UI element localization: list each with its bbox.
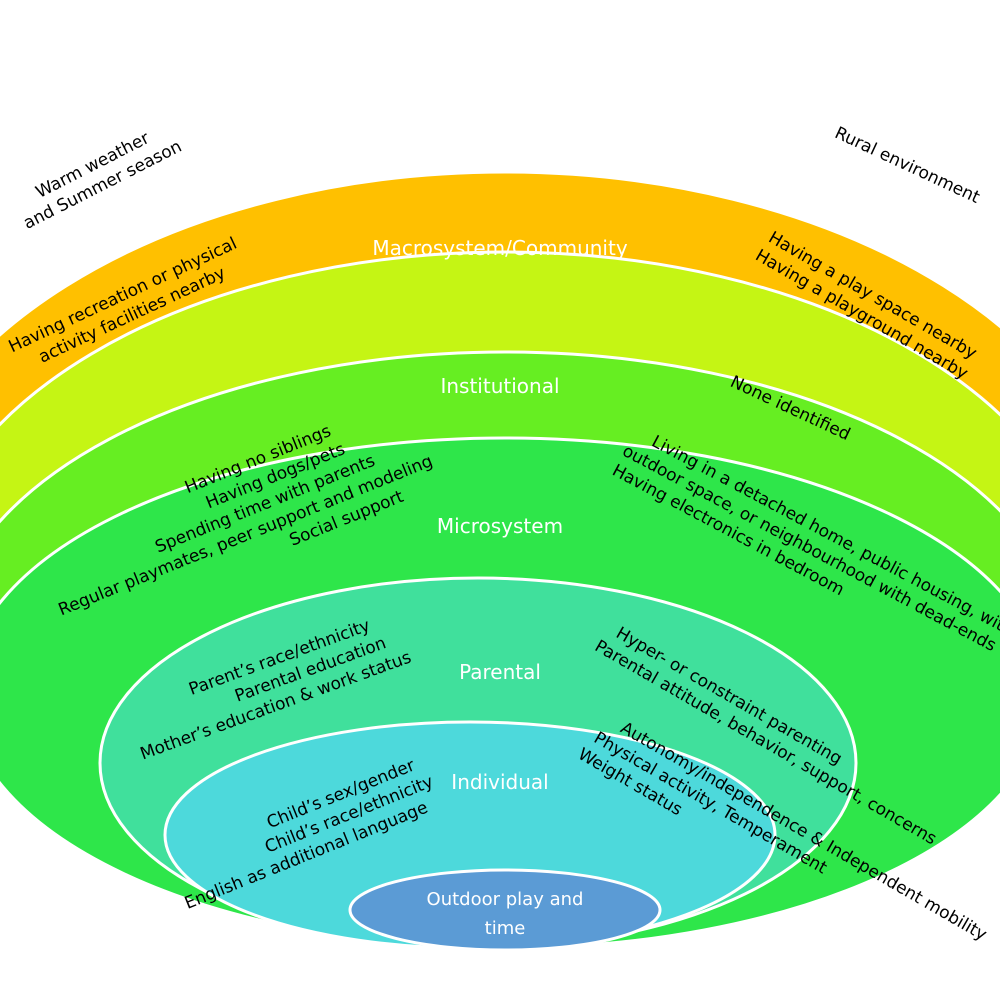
level-label-parental: Parental: [459, 660, 541, 684]
center-label-line1: Outdoor play and: [427, 889, 584, 910]
level-label-institutional: Institutional: [440, 374, 559, 398]
level-label-individual: Individual: [451, 770, 548, 794]
factor-rural-environment: Rural environment: [831, 123, 983, 208]
level-label-physical-ecology-line2: change: [463, 114, 537, 138]
level-label-microsystem: Microsystem: [437, 514, 563, 538]
level-label-macrosystem: Macrosystem/Community: [372, 236, 627, 260]
center-ellipse: [348, 868, 662, 952]
level-label-physical-ecology: Physical ecology/pressure for macrosyste…: [283, 84, 717, 108]
center-label-line2: time: [485, 918, 526, 939]
